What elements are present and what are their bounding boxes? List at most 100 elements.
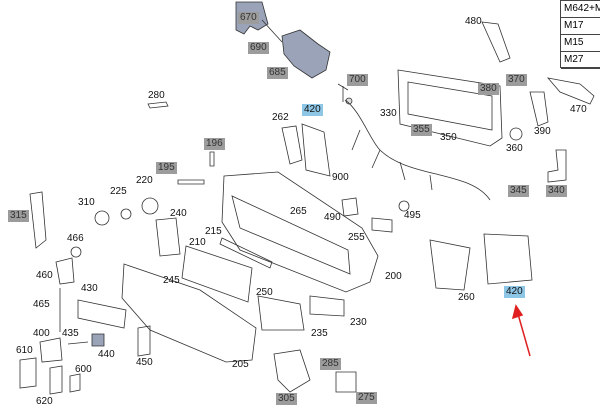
part-620 bbox=[49, 365, 63, 395]
callout-670[interactable]: 670 bbox=[238, 12, 259, 24]
callout-315[interactable]: 315 bbox=[8, 210, 29, 222]
callout-685[interactable]: 685 bbox=[267, 67, 288, 79]
callout-260[interactable]: 260 bbox=[458, 292, 475, 303]
sensor-490 bbox=[341, 197, 359, 217]
bracket-260 bbox=[429, 239, 471, 291]
part-250 bbox=[257, 295, 305, 331]
callout-460[interactable]: 460 bbox=[36, 270, 53, 281]
variant-table: M642+M M17 M15 M27 bbox=[560, 0, 600, 69]
part-390 bbox=[529, 91, 549, 127]
bumper-200 bbox=[221, 171, 379, 293]
callout-700[interactable]: 700 bbox=[347, 74, 368, 86]
callout-205[interactable]: 205 bbox=[232, 359, 249, 370]
bumper-205 bbox=[121, 263, 257, 363]
bolt-700 bbox=[337, 83, 349, 102]
part-435 bbox=[67, 341, 89, 345]
part-340 bbox=[547, 149, 567, 183]
grille-210 bbox=[181, 245, 253, 303]
bracket-685 bbox=[281, 29, 331, 79]
callout-620[interactable]: 620 bbox=[36, 396, 53, 407]
callout-390[interactable]: 390 bbox=[534, 126, 551, 137]
part-255 bbox=[371, 217, 393, 233]
part-466 bbox=[70, 246, 82, 258]
bolt-196 bbox=[209, 151, 215, 167]
callout-215[interactable]: 215 bbox=[205, 226, 222, 237]
callout-380[interactable]: 380 bbox=[478, 83, 499, 95]
callout-285[interactable]: 285 bbox=[320, 358, 341, 370]
callout-480[interactable]: 480 bbox=[465, 16, 482, 27]
part-225 bbox=[120, 208, 132, 220]
bolt-195 bbox=[177, 179, 205, 185]
callout-900[interactable]: 900 bbox=[332, 172, 349, 183]
callout-235[interactable]: 235 bbox=[311, 328, 328, 339]
part-310 bbox=[94, 210, 110, 226]
part-450 bbox=[137, 325, 151, 357]
callout-240[interactable]: 240 bbox=[170, 208, 187, 219]
panel-315 bbox=[29, 191, 47, 249]
callout-370[interactable]: 370 bbox=[506, 74, 527, 86]
part-470 bbox=[546, 77, 595, 105]
part-460 bbox=[55, 257, 75, 285]
callout-360[interactable]: 360 bbox=[506, 143, 523, 154]
part-230 bbox=[309, 295, 345, 317]
wiring-harness bbox=[344, 99, 491, 201]
bolt-280 bbox=[147, 101, 169, 109]
callout-430[interactable]: 430 bbox=[81, 283, 98, 294]
part-600 bbox=[69, 373, 81, 393]
callout-255[interactable]: 255 bbox=[348, 232, 365, 243]
variant-row: M27 bbox=[561, 52, 600, 69]
callout-210[interactable]: 210 bbox=[189, 237, 206, 248]
part-360 bbox=[509, 127, 523, 141]
callout-196[interactable]: 196 bbox=[204, 138, 225, 150]
callout-200[interactable]: 200 bbox=[385, 271, 402, 282]
bracket-262 bbox=[281, 125, 303, 165]
callout-340[interactable]: 340 bbox=[546, 185, 567, 197]
part-610 bbox=[19, 357, 37, 389]
variant-table-header: M642+M bbox=[561, 1, 600, 18]
callout-490[interactable]: 490 bbox=[324, 212, 341, 223]
callout-495[interactable]: 495 bbox=[404, 210, 421, 221]
part-430 bbox=[77, 299, 127, 329]
callout-230[interactable]: 230 bbox=[350, 317, 367, 328]
callout-330[interactable]: 330 bbox=[380, 108, 397, 119]
callout-610[interactable]: 610 bbox=[16, 345, 33, 356]
callout-690[interactable]: 690 bbox=[248, 42, 269, 54]
part-305 bbox=[273, 349, 311, 393]
callout-465[interactable]: 465 bbox=[33, 299, 50, 310]
grille-420-upper bbox=[301, 123, 331, 177]
callout-275[interactable]: 275 bbox=[356, 392, 377, 404]
grille-420-lower bbox=[483, 233, 533, 285]
part-440 bbox=[91, 333, 105, 347]
callout-350[interactable]: 350 bbox=[440, 132, 457, 143]
callout-345[interactable]: 345 bbox=[508, 185, 529, 197]
trim-215 bbox=[219, 237, 273, 269]
callout-310[interactable]: 310 bbox=[78, 197, 95, 208]
callout-600[interactable]: 600 bbox=[75, 364, 92, 375]
callout-245[interactable]: 245 bbox=[163, 275, 180, 286]
callout-440[interactable]: 440 bbox=[98, 349, 115, 360]
callout-420-upper[interactable]: 420 bbox=[302, 104, 323, 116]
callout-250[interactable]: 250 bbox=[256, 287, 273, 298]
callout-466[interactable]: 466 bbox=[67, 233, 84, 244]
callout-400[interactable]: 400 bbox=[33, 328, 50, 339]
callout-280[interactable]: 280 bbox=[148, 90, 165, 101]
part-220 bbox=[141, 197, 159, 215]
part-400 bbox=[39, 337, 63, 363]
callout-225[interactable]: 225 bbox=[110, 186, 127, 197]
callout-262[interactable]: 262 bbox=[272, 112, 289, 123]
callout-220[interactable]: 220 bbox=[136, 175, 153, 186]
callout-435[interactable]: 435 bbox=[62, 328, 79, 339]
callout-420-lower[interactable]: 420 bbox=[504, 286, 525, 298]
callout-265[interactable]: 265 bbox=[290, 206, 307, 217]
callout-450[interactable]: 450 bbox=[136, 357, 153, 368]
callout-195[interactable]: 195 bbox=[156, 162, 177, 174]
callout-305[interactable]: 305 bbox=[276, 393, 297, 405]
variant-row: M17 bbox=[561, 18, 600, 35]
part-275 bbox=[335, 371, 357, 393]
callout-355[interactable]: 355 bbox=[411, 124, 432, 136]
callout-470[interactable]: 470 bbox=[570, 104, 587, 115]
part-480 bbox=[481, 21, 511, 63]
variant-row: M15 bbox=[561, 35, 600, 52]
